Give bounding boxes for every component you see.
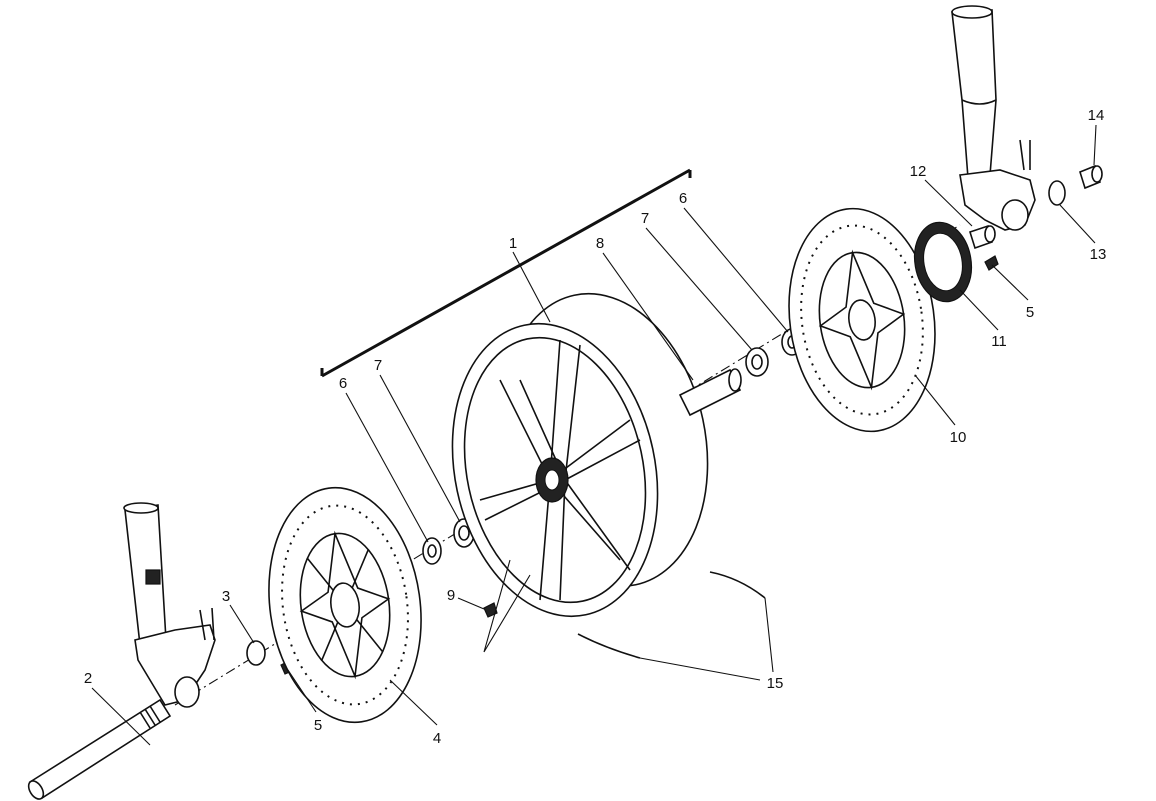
spacer-8 (678, 368, 742, 417)
callout-7-left: 7 (374, 357, 382, 374)
leader-lines (91, 124, 1097, 746)
callout-8: 8 (596, 235, 604, 252)
callout-11: 11 (991, 333, 1007, 350)
callout-1: 1 (509, 235, 517, 252)
left-brake-disc (268, 486, 422, 724)
right-brake-disc (788, 207, 936, 433)
bearing-7-right (745, 347, 769, 377)
balance-weight-upper (709, 571, 766, 599)
right-fork-leg (951, 5, 1036, 231)
callout-9: 9 (447, 587, 455, 604)
o-ring-13 (1048, 180, 1066, 206)
wheel-axle (27, 698, 172, 800)
callout-10: 10 (950, 429, 967, 446)
screw-5-right (984, 255, 999, 271)
callout-4: 4 (433, 730, 441, 747)
callout-3: 3 (222, 588, 230, 605)
callout-7-right: 7 (641, 210, 649, 227)
callout-6-right: 6 (679, 190, 687, 207)
callout-5-right: 5 (1026, 304, 1034, 321)
wheel-rim (451, 292, 709, 618)
wheel-assembly-bracket (320, 168, 692, 378)
callout-12: 12 (910, 163, 927, 180)
spacer-3 (246, 640, 266, 666)
balance-weight-lower (577, 633, 641, 659)
left-fork-leg (123, 502, 216, 708)
spacer-12 (969, 224, 996, 250)
tone-wheel (913, 221, 973, 303)
callout-15: 15 (767, 675, 784, 692)
axle-nut-14 (1079, 164, 1103, 190)
callout-5-left: 5 (314, 717, 322, 734)
callout-14: 14 (1088, 107, 1105, 124)
callout-13: 13 (1090, 246, 1107, 263)
valve-9 (483, 602, 498, 618)
callout-6-left: 6 (339, 375, 347, 392)
callout-2: 2 (84, 670, 92, 687)
spacer-6-left (422, 537, 442, 565)
